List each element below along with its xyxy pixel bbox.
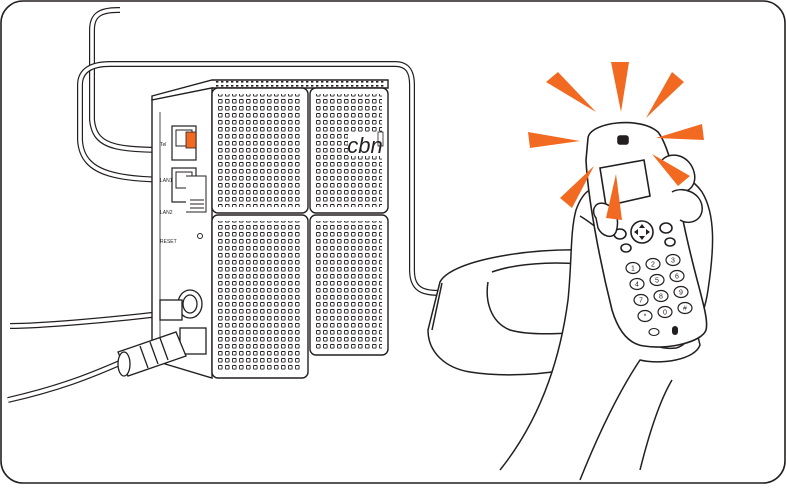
key-label: 9: [679, 290, 683, 297]
key-label: 6: [675, 274, 679, 281]
port-label-lan1: LAN1: [160, 178, 173, 184]
port-label-lan2: LAN2: [160, 210, 173, 216]
top-vent-icon: [214, 80, 386, 88]
router-front: [212, 88, 388, 378]
end-key-icon: [660, 223, 672, 233]
key-label: 4: [635, 282, 639, 289]
key-label: 7: [639, 298, 643, 305]
port-label-phone: Tel: [160, 142, 166, 148]
key-label: #: [683, 306, 687, 313]
key-label: 8: [659, 294, 663, 301]
port-label-reset: RESET: [160, 239, 177, 245]
key-label: 3: [671, 258, 675, 265]
key-label: 2: [651, 262, 655, 269]
earpiece-icon: [618, 136, 628, 144]
intercom-key-icon: [649, 329, 659, 336]
key-label: *: [644, 314, 647, 321]
key-label: 0: [663, 310, 667, 317]
router-logo: cbn: [347, 133, 382, 158]
microphone-icon: [672, 326, 678, 335]
menu-key-icon: [621, 244, 631, 252]
back-key-icon: [665, 238, 675, 246]
router: cbn Tel LAN1 LAN2 RESET: [118, 80, 388, 378]
key-label: 5: [655, 278, 659, 285]
key-label: 1: [631, 266, 635, 273]
port-phone: [172, 126, 196, 160]
